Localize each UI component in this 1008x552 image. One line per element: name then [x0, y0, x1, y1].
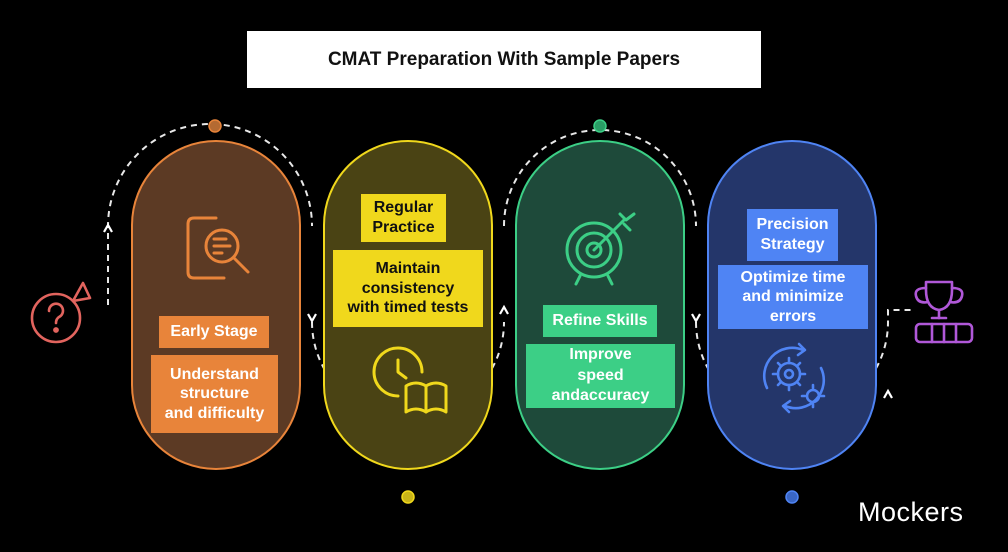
- stage-1-description: Understand structure and difficulty: [151, 355, 278, 433]
- target-arrow-icon: [565, 212, 636, 286]
- path-node-4: [785, 490, 799, 504]
- path-node-1: [208, 119, 222, 133]
- clock-book-icon: [372, 346, 448, 414]
- stage-1-heading: Early Stage: [159, 316, 269, 348]
- path-node-3: [593, 119, 607, 133]
- brand-logo: Mockers: [858, 497, 964, 527]
- stage-3-description: Improve speed andaccuracy: [526, 344, 675, 408]
- gears-cycle-icon: [762, 342, 826, 414]
- page-title: CMAT Preparation With Sample Papers: [247, 31, 761, 88]
- document-search-icon: [186, 216, 250, 280]
- trophy-icon: [914, 280, 974, 344]
- question-head-icon: [30, 281, 92, 344]
- stage-2-description: Maintain consistency with timed tests: [333, 250, 483, 327]
- stage-4-heading: Precision Strategy: [747, 209, 838, 261]
- stage-4-description: Optimize time and minimize errors: [718, 265, 868, 329]
- stage-2-heading: Regular Practice: [361, 194, 446, 242]
- path-node-2: [401, 490, 415, 504]
- stage-3-heading: Refine Skills: [543, 305, 657, 337]
